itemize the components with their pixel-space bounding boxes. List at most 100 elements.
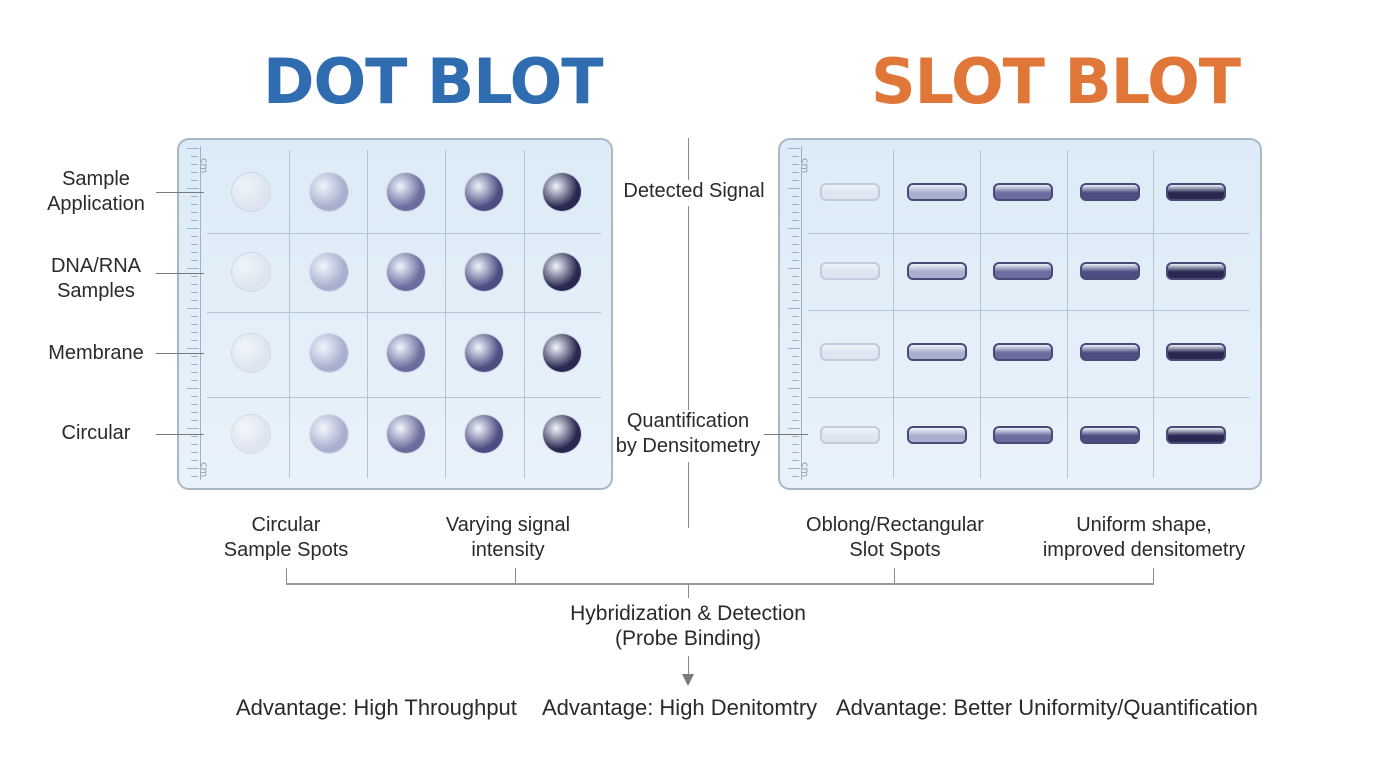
grid-line bbox=[207, 312, 601, 313]
ruler-tick bbox=[792, 196, 799, 197]
ruler-tick bbox=[792, 452, 799, 453]
grid-line bbox=[808, 233, 1250, 234]
label-hybridization-line2: (Probe Binding) bbox=[615, 627, 761, 650]
label-quantification-line2: by Densitometry bbox=[615, 435, 761, 457]
label-quantification: Quantification by Densitometry bbox=[600, 409, 776, 459]
slot-spot bbox=[820, 343, 880, 361]
dot-spot bbox=[232, 173, 270, 211]
slot-spot bbox=[993, 426, 1053, 444]
label-sample-application-line2: Application bbox=[47, 193, 145, 215]
label-uniform-line2: improved densitometry bbox=[1042, 539, 1246, 561]
ruler-tick bbox=[792, 316, 799, 317]
label-oblong-line2: Slot Spots bbox=[849, 539, 941, 561]
ruler-tick bbox=[187, 228, 199, 229]
dot-spot bbox=[310, 173, 348, 211]
ruler-tick bbox=[792, 436, 799, 437]
leader-line bbox=[156, 353, 204, 354]
ruler-tick bbox=[191, 284, 198, 285]
ruler-tick bbox=[792, 212, 799, 213]
ruler-tick bbox=[191, 436, 198, 437]
ruler-tick bbox=[187, 428, 199, 429]
ruler-tick bbox=[191, 164, 198, 165]
ruler-tick bbox=[191, 460, 198, 461]
ruler-tick bbox=[792, 252, 799, 253]
ruler-tick bbox=[792, 164, 799, 165]
grid-line bbox=[808, 310, 1250, 311]
ruler-tick bbox=[191, 380, 198, 381]
dot-spot bbox=[465, 334, 503, 372]
grid-line bbox=[445, 150, 446, 478]
ruler-tick bbox=[792, 260, 799, 261]
label-dna-rna-samples: DNA/RNA Samples bbox=[40, 254, 152, 304]
slot-blot-membrane: cm cm bbox=[778, 138, 1262, 490]
dot-spot bbox=[310, 253, 348, 291]
grid-line bbox=[893, 150, 894, 478]
ruler-tick bbox=[191, 212, 198, 213]
leader-line bbox=[156, 434, 204, 435]
ruler-tick bbox=[191, 316, 198, 317]
bracket-tick bbox=[1153, 568, 1154, 584]
dot-spot bbox=[543, 173, 581, 211]
label-circular-spots-line1: Circular bbox=[251, 514, 321, 536]
label-uniform-shape: Uniform shape, improved densitometry bbox=[1028, 513, 1260, 563]
label-circular-sample-spots: Circular Sample Spots bbox=[196, 513, 376, 563]
center-divider bbox=[688, 206, 689, 410]
slot-spot bbox=[993, 183, 1053, 201]
slot-spot bbox=[907, 183, 967, 201]
grid-line bbox=[524, 150, 525, 478]
leader-line bbox=[156, 192, 204, 193]
ruler-tick bbox=[792, 332, 799, 333]
center-divider bbox=[688, 462, 689, 528]
label-dna-rna-line2: Samples bbox=[57, 280, 135, 302]
dot-blot-title: DOT BLOT bbox=[263, 45, 604, 118]
slot-spot bbox=[1166, 426, 1226, 444]
dot-spot bbox=[310, 415, 348, 453]
slot-spot bbox=[1080, 426, 1140, 444]
grid-line bbox=[1153, 150, 1154, 478]
grid-line bbox=[1067, 150, 1068, 478]
ruler-tick bbox=[792, 172, 799, 173]
label-circular-spots-line2: Sample Spots bbox=[223, 539, 349, 561]
ruler-tick bbox=[187, 468, 199, 469]
slot-spot bbox=[907, 343, 967, 361]
slot-spot bbox=[1080, 262, 1140, 280]
label-varying-line2: intensity bbox=[471, 539, 545, 561]
ruler-tick bbox=[792, 244, 799, 245]
ruler-tick bbox=[792, 156, 799, 157]
label-circular: Circular bbox=[61, 422, 131, 444]
label-varying-signal: Varying signal intensity bbox=[418, 513, 598, 563]
dot-spot bbox=[543, 253, 581, 291]
ruler-tick bbox=[191, 196, 198, 197]
ruler-tick bbox=[792, 380, 799, 381]
leader-line bbox=[156, 273, 204, 274]
ruler-tick bbox=[191, 404, 198, 405]
ruler-tick bbox=[191, 180, 198, 181]
ruler-tick bbox=[792, 396, 799, 397]
dot-blot-membrane: cm cm bbox=[177, 138, 613, 490]
ruler-edge bbox=[200, 146, 201, 480]
ruler-tick bbox=[191, 156, 198, 157]
ruler-tick bbox=[788, 348, 800, 349]
slot-spot bbox=[907, 262, 967, 280]
dot-spot bbox=[387, 334, 425, 372]
dot-spot bbox=[232, 334, 270, 372]
ruler-tick bbox=[792, 460, 799, 461]
slot-spot bbox=[1166, 343, 1226, 361]
bracket-tick bbox=[286, 568, 287, 584]
ruler-tick bbox=[792, 292, 799, 293]
dot-spot bbox=[310, 334, 348, 372]
dot-spot bbox=[387, 253, 425, 291]
ruler-tick bbox=[792, 180, 799, 181]
label-uniform-line1: Uniform shape, bbox=[1076, 514, 1212, 536]
grid-line bbox=[289, 150, 290, 478]
ruler-tick bbox=[191, 276, 198, 277]
ruler-tick bbox=[191, 340, 198, 341]
label-dna-rna-line1: DNA/RNA bbox=[50, 255, 141, 277]
label-sample-application-line1: Sample bbox=[62, 168, 130, 190]
label-membrane: Membrane bbox=[48, 342, 144, 364]
label-quantification-line1: Quantification bbox=[626, 410, 750, 432]
ruler-tick bbox=[191, 332, 198, 333]
dot-spot bbox=[387, 173, 425, 211]
ruler-tick bbox=[191, 396, 198, 397]
ruler-tick bbox=[792, 236, 799, 237]
